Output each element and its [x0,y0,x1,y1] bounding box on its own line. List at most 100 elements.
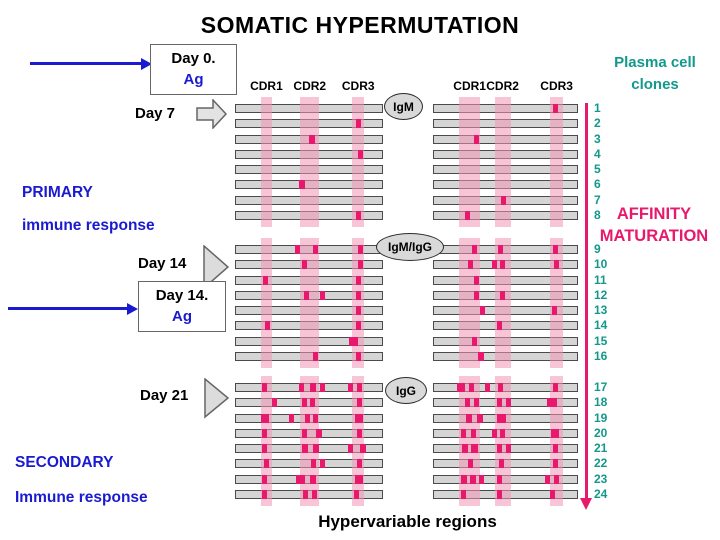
mutation-mark [477,352,484,361]
day14-box-antigen: Ag [172,308,192,325]
mutation-mark [263,459,269,468]
mutation-mark [262,490,268,499]
mutation-mark [553,104,559,113]
day14-box: Day 14. Ag [138,281,226,332]
cdr-band-cdr2 [494,97,511,227]
mutation-mark [498,383,504,392]
mutation-mark [356,321,362,330]
cdr-band-cdr1 [459,238,481,368]
clone-number: 13 [594,303,608,317]
mutation-mark [289,414,295,423]
clone-number: 11 [594,273,607,287]
cdr-band-cdr2 [300,376,320,506]
cdr-band-cdr2 [300,238,320,368]
antigen-arrow-day0-head-icon [141,58,152,70]
mutation-mark [500,291,506,300]
mutation-mark [310,475,317,484]
clone-number: 18 [594,395,608,409]
cdr-band-cdr2 [494,376,511,506]
cdr-band-cdr1 [260,376,272,506]
mutation-mark [491,260,497,269]
plasma-cell-line1: Plasma cell [614,54,696,71]
mutation-mark [470,429,476,438]
clone-number: 22 [594,456,608,470]
affinity-maturation-arrow [585,103,588,499]
mutation-mark [355,119,361,128]
clone-number: 9 [594,242,601,256]
mutation-mark [320,291,326,300]
mutation-mark [354,475,363,484]
mutation-mark [500,429,506,438]
mutation-mark [467,459,473,468]
cdr-label-cdr2: CDR2 [293,79,327,93]
mutation-mark [360,444,367,453]
mutation-mark [473,291,479,300]
mutation-mark [496,475,502,484]
mutation-mark [496,490,502,499]
clone-number: 7 [594,193,601,207]
cdr-band-cdr2 [494,238,511,368]
cdr-band-cdr1 [459,97,481,227]
mutation-mark [312,444,319,453]
mutation-mark [472,337,478,346]
cdr-label-cdr3: CDR3 [341,79,375,93]
mutation-mark [348,337,358,346]
mutation-mark [501,196,507,205]
mutation-mark [294,245,300,254]
clone-number: 19 [594,411,608,425]
isotype-igg-badge: IgG [385,377,427,404]
clone-number: 2 [594,116,601,130]
page-title: SOMATIC HYPERMUTATION [200,12,520,38]
mutation-mark [554,260,560,269]
affinity-line1: AFFINITY [616,205,692,223]
mutation-mark [551,429,560,438]
mutation-mark [477,414,484,423]
mutation-mark [474,276,480,285]
mutation-mark [260,414,269,423]
mutation-mark [462,444,468,453]
mutation-mark [461,490,467,499]
mutation-mark [316,429,323,438]
mutation-mark [552,444,558,453]
mutation-mark [485,383,491,392]
mutation-mark [309,135,315,144]
mutation-mark [357,260,363,269]
plasma-cell-line2: clones [631,76,679,93]
mutation-mark [551,306,557,315]
mutation-mark [303,291,309,300]
mutation-mark [320,459,326,468]
mutation-mark [546,398,557,407]
mutation-mark [355,291,361,300]
mutation-mark [310,383,317,392]
day0-box-label: Day 0. [171,50,216,67]
clone-number: 21 [594,441,608,455]
mutation-mark [301,398,307,407]
clone-number: 10 [594,257,608,271]
primary-response-line1: PRIMARY [22,184,93,201]
mutation-mark [302,429,308,438]
day21-label: Day 21 [140,387,189,404]
mutation-mark [312,245,318,254]
day14-label: Day 14 [138,255,187,272]
antigen-arrow-day14 [8,307,128,310]
mutation-mark [550,490,556,499]
mutation-mark [500,260,506,269]
affinity-maturation-arrow-head-icon [580,498,592,510]
mutation-mark [492,429,498,438]
mutation-mark [480,306,486,315]
mutation-mark [474,135,480,144]
day0-box-antigen: Ag [183,71,204,88]
clone-number: 3 [594,132,601,146]
mutation-mark [311,459,317,468]
mutation-mark [472,245,478,254]
clone-number: 23 [594,472,608,486]
clone-number: 4 [594,147,601,161]
mutation-mark [357,383,363,392]
plasma-cell-clones-label: Plasma cell clones [592,52,718,96]
mutation-mark [464,211,470,220]
mutation-mark [296,475,306,484]
day14-triangle-arrow-icon [203,245,230,290]
mutation-mark [554,475,560,484]
mutation-mark [456,383,465,392]
